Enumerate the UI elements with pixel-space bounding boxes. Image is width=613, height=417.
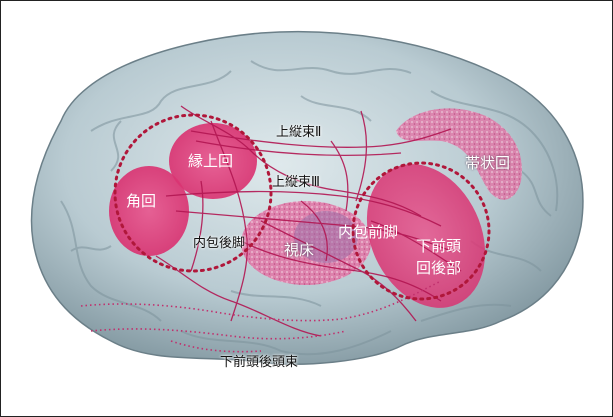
label-thalamus: 視床 [284, 243, 314, 258]
label-ifg-line2: 回後部 [416, 261, 461, 276]
label-cingulate: 帯状回 [465, 156, 510, 171]
label-slf3: 上縦束Ⅲ [272, 176, 320, 189]
label-alic: 内包前脚 [338, 225, 398, 240]
label-ifg-line1: 下前頭 [416, 239, 461, 254]
label-angular: 角回 [126, 194, 156, 209]
label-ifof: 下前頭後頭束 [220, 356, 298, 369]
label-supramarginal: 縁上回 [188, 154, 233, 169]
label-slf2: 上縦束Ⅱ [276, 126, 321, 139]
label-plic: 内包後脚 [193, 237, 245, 250]
